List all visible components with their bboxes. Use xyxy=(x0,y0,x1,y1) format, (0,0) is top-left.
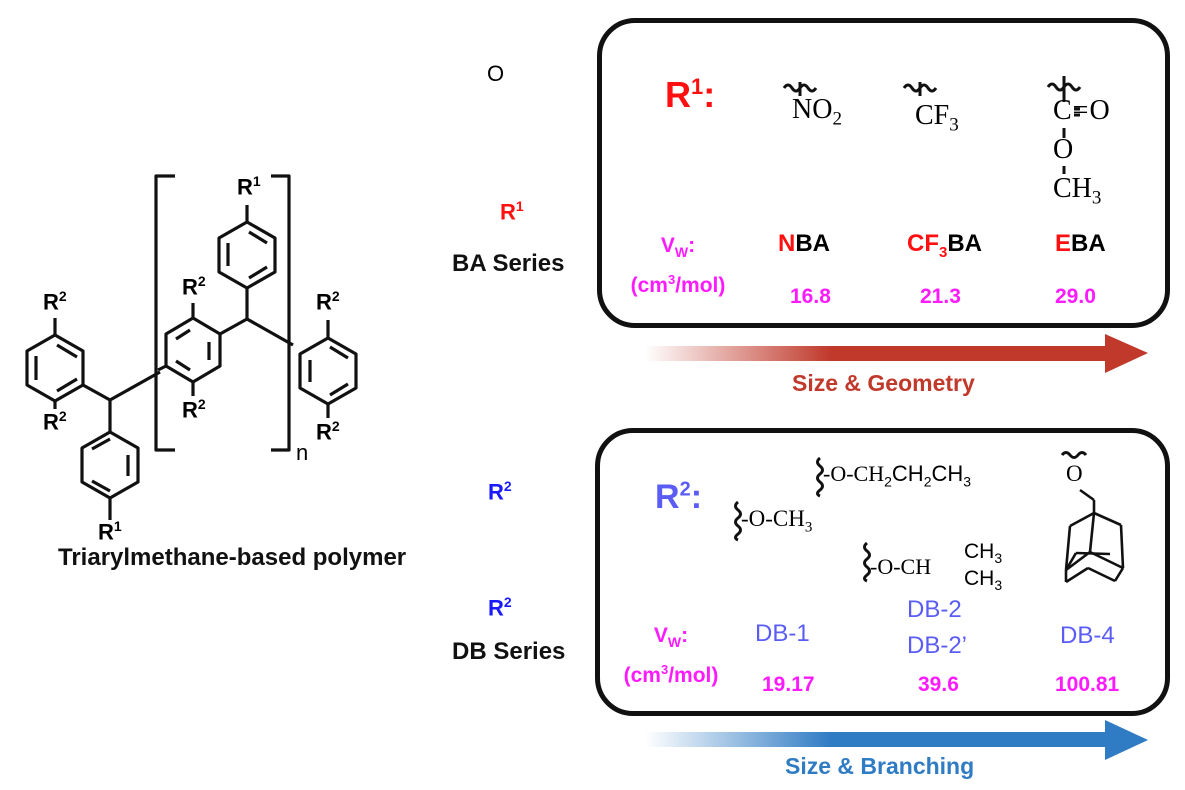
r2-label: R2 xyxy=(43,408,67,435)
r1-heading: R1: xyxy=(665,74,716,115)
db-r2-label-bottom: R2 xyxy=(488,594,512,621)
ba-r1-label: R1 xyxy=(500,198,524,225)
r2-label: R2 xyxy=(182,273,206,300)
propoxy-group: -O-CH2CH2CH3 xyxy=(823,461,972,490)
top-benzene-ring xyxy=(217,220,277,290)
repeat-n-label: n xyxy=(296,440,309,465)
r1-label: R1 xyxy=(98,518,122,545)
nitro-group: NO2 xyxy=(792,94,842,130)
ester-carbonyl: C=O xyxy=(1053,95,1111,126)
ester-methyl: CH3 xyxy=(1053,173,1102,209)
ester-oxygen: O xyxy=(1053,134,1074,165)
bracket-right xyxy=(271,174,291,452)
ba-name-cf3ba: CF3BA xyxy=(907,230,983,261)
db-series-caption: DB Series xyxy=(452,638,566,665)
db-vw-label: VW: (cm3/mol) xyxy=(623,624,719,688)
db-substituent-box xyxy=(595,428,1170,716)
ba-vw-value: 29.0 xyxy=(1055,285,1096,308)
db-name-db1: DB-1 xyxy=(755,620,810,647)
r2-heading: R2: xyxy=(655,478,703,516)
r2-label: R2 xyxy=(182,396,206,423)
isopropoxy-methyl-top: CH3 xyxy=(964,540,1003,567)
r2-label: R2 xyxy=(316,418,340,445)
isopropoxy-methyl-bottom: CH3 xyxy=(964,567,1003,594)
db-name-db2-prime: DB-2’ xyxy=(907,632,968,659)
adamantane-cage xyxy=(1064,488,1125,584)
r2-label: R2 xyxy=(43,288,67,315)
methoxy-group: -O-CH3 xyxy=(741,506,813,536)
ba-name-eba: EBA xyxy=(1055,230,1106,257)
size-branching-label: Size & Branching xyxy=(785,753,975,779)
size-geometry-label: Size & Geometry xyxy=(792,370,975,396)
polymer-structure xyxy=(25,174,358,520)
ba-vw-value: 16.8 xyxy=(790,285,831,308)
ba-name-nba: NBA xyxy=(778,230,831,257)
r2-label: R2 xyxy=(316,288,340,315)
db-vw-value: 100.81 xyxy=(1055,673,1120,696)
ba-substituent-box xyxy=(597,18,1170,328)
db-vw-value: 19.17 xyxy=(762,673,815,696)
bracket-left xyxy=(154,174,175,452)
ba-vw-value: 21.3 xyxy=(920,285,961,308)
polymer-caption: Triarylmethane-based polymer xyxy=(58,544,407,571)
db-name-db4: DB-4 xyxy=(1060,622,1115,649)
r1-label: R1 xyxy=(237,173,261,200)
adamantylmethoxy-oxygen: O xyxy=(1066,461,1083,486)
db-name-db2: DB-2 xyxy=(907,596,962,623)
ba-vw-label: VW: (cm3/mol) xyxy=(630,234,726,298)
db-vw-value: 39.6 xyxy=(918,673,959,696)
ba-series-caption: BA Series xyxy=(452,250,565,277)
trifluoromethyl-group: CF3 xyxy=(915,100,959,136)
db-r2-label-top: R2 xyxy=(488,478,512,505)
isopropoxy-group: -O-CH xyxy=(870,554,932,579)
aldehyde-oxygen: O xyxy=(487,61,505,86)
